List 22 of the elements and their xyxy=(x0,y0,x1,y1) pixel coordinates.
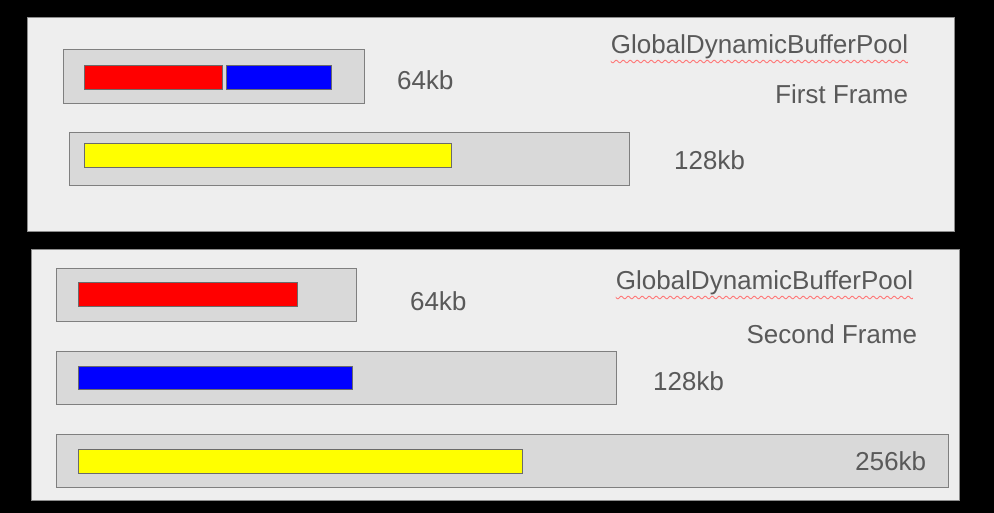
pool-title: GlobalDynamicBufferPool xyxy=(610,29,908,59)
size-label: 128kb xyxy=(674,145,745,175)
size-label: 256kb xyxy=(855,446,926,476)
buffer-box xyxy=(63,49,365,104)
allocation-bar xyxy=(226,65,332,90)
buffer-box xyxy=(56,434,949,488)
pool-title: GlobalDynamicBufferPool xyxy=(616,265,913,295)
frame-panel xyxy=(27,17,955,232)
frame-label: First Frame xyxy=(775,79,908,109)
size-label: 64kb xyxy=(397,65,454,95)
buffer-box xyxy=(56,268,357,322)
allocation-bar xyxy=(78,282,298,307)
allocation-bar xyxy=(78,366,353,390)
allocation-bar xyxy=(84,143,452,168)
size-label: 128kb xyxy=(653,366,724,396)
buffer-box xyxy=(56,351,617,405)
allocation-bar xyxy=(84,65,223,90)
frame-label: Second Frame xyxy=(746,319,917,349)
allocation-bar xyxy=(78,449,523,474)
size-label: 64kb xyxy=(410,286,466,316)
frame-panel xyxy=(31,249,960,501)
buffer-box xyxy=(69,132,630,186)
